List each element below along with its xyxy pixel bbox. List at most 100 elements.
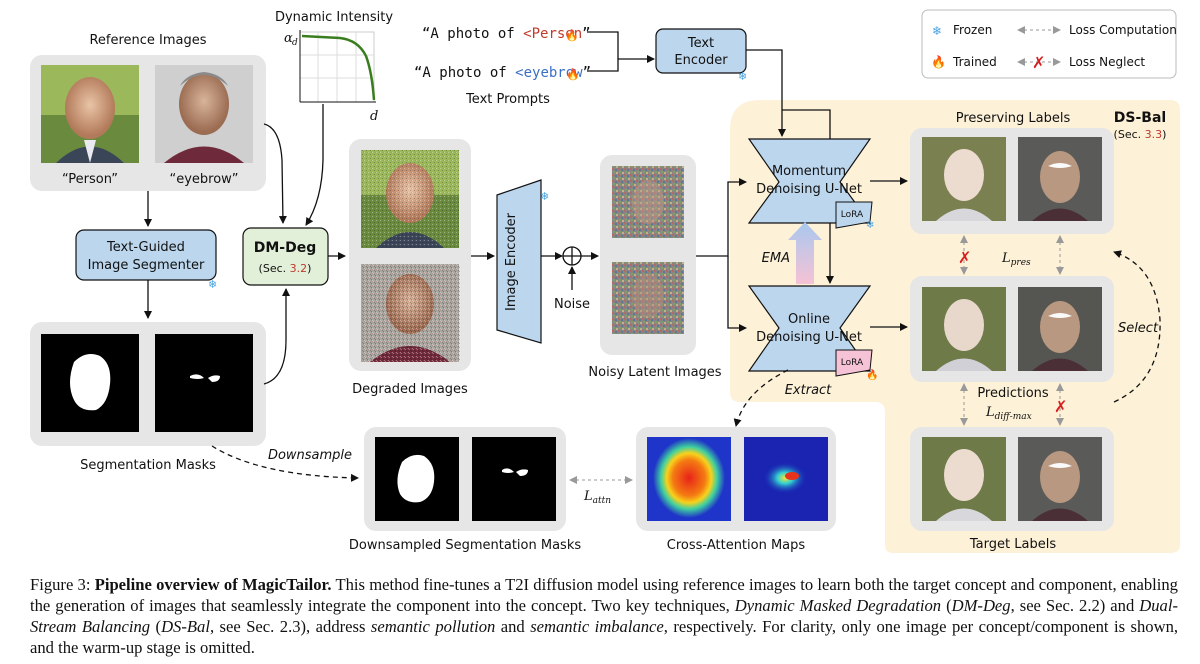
legend-loss-computation: Loss Computation bbox=[1069, 23, 1177, 37]
fire-icon: 🔥 bbox=[931, 55, 946, 69]
text-encoder-label-line2: Encoder bbox=[674, 53, 728, 68]
caption-label: Figure 3: bbox=[30, 575, 95, 594]
loss-pres: Lpres bbox=[1001, 251, 1031, 268]
degraded-image-person bbox=[361, 150, 459, 248]
text-prompts-label: Text Prompts bbox=[465, 92, 550, 107]
online-unet-label-line2: Denoising U-Net bbox=[756, 330, 862, 345]
select-label: Select bbox=[1118, 321, 1159, 336]
caption-term: DM-Deg bbox=[951, 596, 1011, 615]
text-guided-segmenter-box bbox=[75, 229, 217, 281]
caption-title: Pipeline overview of MagicTailor. bbox=[94, 575, 332, 594]
y-axis-alpha: α bbox=[284, 31, 293, 46]
dynamic-intensity-title: Dynamic Intensity bbox=[275, 10, 393, 25]
pipeline-figure: Reference Images “Person” “eyebrow” Dyna… bbox=[30, 9, 1180, 553]
x-axis-d: d bbox=[370, 109, 378, 124]
caption-text: , respectively. For clarity, only one im… bbox=[30, 617, 1179, 657]
cross-icon: ✗ bbox=[958, 248, 971, 267]
noisy-latent-label: Noisy Latent Images bbox=[588, 365, 721, 380]
reference-image-person bbox=[41, 65, 139, 163]
snowflake-icon: ❄ bbox=[932, 24, 942, 38]
momentum-unet-label-line2: Denoising U-Net bbox=[756, 182, 862, 197]
ref-label-person: “Person” bbox=[62, 172, 118, 187]
downsampled-mask-eyebrow bbox=[472, 437, 556, 521]
dm-deg-title: DM-Deg bbox=[254, 240, 317, 256]
downsampled-mask-person bbox=[375, 437, 459, 521]
ema-label: EMA bbox=[762, 251, 790, 266]
preserving-labels-title: Preserving Labels bbox=[956, 111, 1071, 126]
momentum-lora-label: LoRA bbox=[841, 210, 864, 220]
loss-diff-max: Ldiff-max bbox=[985, 405, 1032, 422]
text-prompt-eyebrow: “A photo of <eyebrow” 🔥 bbox=[414, 65, 591, 81]
caption-term: Dual-Stream Balancing bbox=[30, 596, 1178, 636]
ema-arrow bbox=[788, 222, 822, 284]
text-prompt-person: “A photo of <Person” 🔥 bbox=[422, 26, 591, 42]
downsample-label: Downsample bbox=[268, 448, 352, 463]
text-encoder-box bbox=[655, 28, 747, 74]
noisy-latent-person bbox=[612, 166, 684, 238]
fire-icon: 🔥 bbox=[566, 68, 580, 81]
snowflake-icon: ❄ bbox=[540, 190, 549, 203]
target-labels-label: Target Labels bbox=[969, 537, 1056, 552]
noise-label: Noise bbox=[554, 297, 590, 312]
image-encoder-block bbox=[496, 179, 542, 344]
ds-bal-title: DS-Bal bbox=[1114, 110, 1166, 126]
degraded-images-label: Degraded Images bbox=[352, 382, 468, 397]
fire-icon: 🔥 bbox=[565, 29, 579, 42]
caption-term: Dynamic Masked Degradation bbox=[734, 596, 942, 615]
cross-icon: ✗ bbox=[1032, 53, 1045, 72]
svg-text:“A photo of <eyebrow”: “A photo of <eyebrow” bbox=[414, 65, 591, 81]
downsampled-masks-label: Downsampled Segmentation Masks bbox=[349, 538, 581, 553]
legend-frozen: Frozen bbox=[953, 23, 992, 37]
caption-text: , see Sec. 2.3), address bbox=[209, 617, 371, 636]
cross-attention-label: Cross-Attention Maps bbox=[667, 538, 806, 553]
cross-icon: ✗ bbox=[1054, 397, 1067, 416]
preserving-image-person bbox=[922, 137, 1006, 221]
loss-attn: Lattn bbox=[583, 489, 611, 506]
predictions-label: Predictions bbox=[977, 386, 1049, 401]
segmenter-label-line2: Image Segmenter bbox=[88, 258, 205, 273]
caption-term: DS-Bal bbox=[161, 617, 210, 636]
svg-text:“A photo of <Person”: “A photo of <Person” bbox=[422, 26, 591, 42]
online-unet-label-line1: Online bbox=[788, 312, 830, 327]
segmentation-masks-label: Segmentation Masks bbox=[80, 458, 216, 473]
prediction-image-person bbox=[922, 287, 1006, 371]
attention-map-eyebrow bbox=[744, 437, 828, 521]
image-encoder-label: Image Encoder bbox=[504, 212, 519, 311]
extract-label: Extract bbox=[785, 383, 832, 398]
y-axis-sub: d bbox=[292, 38, 298, 48]
reference-images-title: Reference Images bbox=[89, 33, 206, 48]
fire-icon: 🔥 bbox=[866, 368, 878, 381]
caption-term: semantic imbalance bbox=[530, 617, 664, 636]
noisy-latent-eyebrow bbox=[612, 262, 684, 334]
segmenter-label-line1: Text-Guided bbox=[106, 240, 185, 255]
figure-caption: Figure 3: Pipeline overview of MagicTail… bbox=[30, 574, 1178, 658]
dm-deg-section: (Sec. 3.2) bbox=[259, 262, 312, 275]
caption-text: This method fine-tunes a T2I diffusion m… bbox=[30, 575, 1178, 615]
snowflake-icon: ❄ bbox=[208, 278, 217, 291]
caption-text: , see Sec. 2.2) and bbox=[1010, 596, 1140, 615]
snowflake-icon: ❄ bbox=[738, 70, 747, 83]
reference-image-eyebrow bbox=[155, 65, 253, 163]
ds-bal-section: (Sec. 3.3) bbox=[1114, 128, 1167, 141]
ref-label-eyebrow: “eyebrow” bbox=[169, 172, 238, 187]
target-image-person bbox=[922, 437, 1006, 521]
online-lora-badge bbox=[835, 349, 873, 377]
attention-map-person bbox=[647, 437, 731, 521]
caption-term: semantic pollution bbox=[370, 617, 496, 636]
target-image-eyebrow bbox=[1018, 437, 1102, 521]
momentum-lora-badge bbox=[835, 201, 873, 229]
dm-deg-box bbox=[242, 227, 329, 286]
text-encoder-label-line1: Text bbox=[687, 36, 714, 51]
preserving-image-eyebrow bbox=[1018, 137, 1102, 221]
caption-text: ( bbox=[941, 596, 952, 615]
legend-box bbox=[921, 9, 1177, 79]
snowflake-icon: ❄ bbox=[866, 220, 874, 231]
caption-text: ( bbox=[150, 617, 162, 636]
online-lora-label: LoRA bbox=[841, 358, 864, 368]
degraded-image-eyebrow bbox=[361, 264, 460, 363]
prediction-image-eyebrow bbox=[1018, 287, 1102, 371]
legend-loss-neglect: Loss Neglect bbox=[1069, 55, 1145, 69]
dynamic-intensity-plot bbox=[299, 30, 376, 103]
intensity-curve bbox=[301, 34, 376, 101]
caption-text: and bbox=[495, 617, 531, 636]
